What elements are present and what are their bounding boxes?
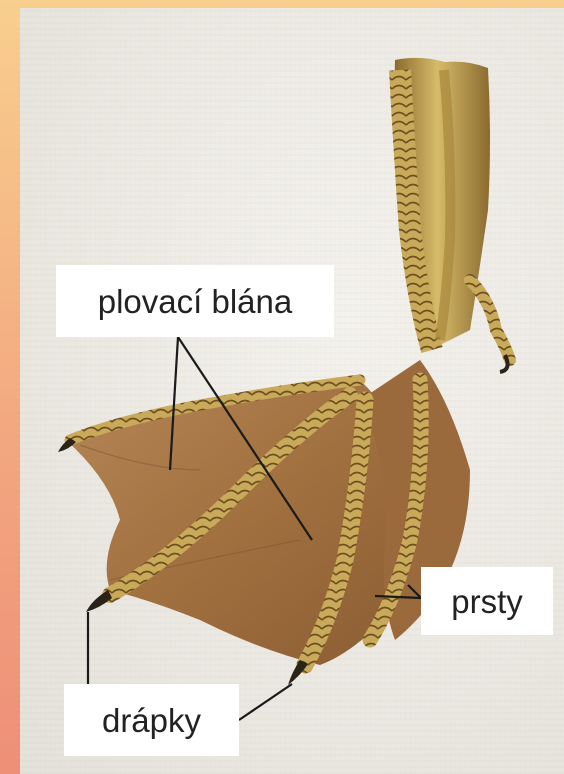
label-drapky: drápky <box>64 684 239 756</box>
hind-toe <box>470 280 510 360</box>
label-plovaci-blana: plovací blána <box>56 265 334 337</box>
label-prsty: prsty <box>421 567 553 635</box>
claw-left <box>86 590 112 612</box>
